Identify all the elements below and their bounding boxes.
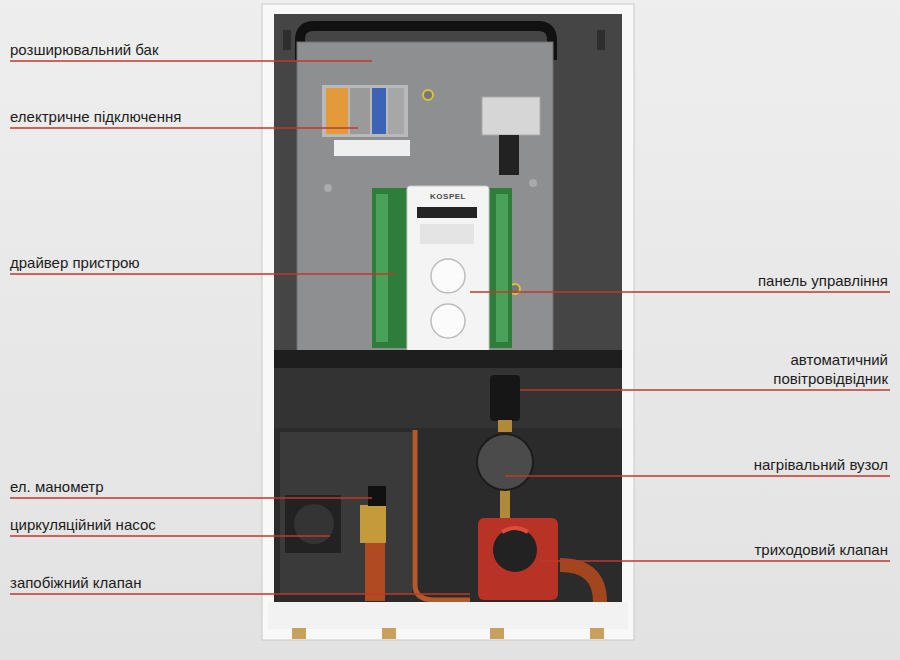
contactor-part <box>482 97 540 135</box>
terminal-block-part <box>326 88 348 134</box>
leader-line <box>10 127 358 129</box>
circulation-pump-part <box>360 505 386 543</box>
mounting-plate-part <box>297 42 553 352</box>
bottom-strip-part <box>590 628 604 639</box>
part-label: драйвер пристрою <box>10 253 140 272</box>
terminal-block-part <box>388 88 404 134</box>
leader-line <box>10 497 372 499</box>
part-label: панель управління <box>758 271 888 290</box>
housing-part <box>274 14 622 352</box>
leader-line <box>505 475 890 477</box>
part-label: циркуляційний насос <box>10 515 156 534</box>
control-panel-part <box>431 304 465 338</box>
three-way-valve-part <box>502 528 528 532</box>
three-way-valve <box>478 518 558 600</box>
circulation-pump-part <box>365 543 385 601</box>
part-label: ел. манометр <box>10 477 104 496</box>
part-label: розширювальний бак <box>10 40 158 59</box>
circulation-pump-part <box>294 504 334 544</box>
part-label: триходовий клапан <box>755 540 889 559</box>
control-panel-part <box>431 259 465 293</box>
three-way-valve-part <box>493 528 537 572</box>
part-label: електричне підключення <box>10 107 181 126</box>
bottom-strip <box>268 602 628 639</box>
part-label: запобіжний клапан <box>10 573 141 592</box>
part-label: автоматичний повітровідвідник <box>738 350 888 388</box>
mounting-plate <box>297 42 553 352</box>
housing-part <box>597 30 605 50</box>
frame-bar-part <box>280 432 412 594</box>
driver-board-part <box>496 194 508 342</box>
leader-line <box>10 273 395 275</box>
driver-board <box>372 188 512 348</box>
control-panel-part <box>420 224 474 244</box>
leader-line <box>10 535 330 537</box>
control-panel-part <box>417 207 477 218</box>
part-label: нагрівальний вузол <box>754 455 888 474</box>
air-vent-part <box>498 420 512 432</box>
leader-line <box>520 389 890 391</box>
air-vent-part <box>490 375 520 421</box>
frame-bar-part <box>274 350 622 368</box>
driver-board-part <box>372 188 512 348</box>
brand-logo: KOSPEL <box>430 192 466 202</box>
air-vent <box>490 375 520 432</box>
bottom-strip-part <box>268 602 628 629</box>
circulation-pump-part <box>285 495 341 553</box>
housing-part <box>274 14 622 602</box>
mounting-plate-part <box>297 42 553 352</box>
bottom-strip-part <box>490 628 504 639</box>
circulation-pump <box>285 495 386 601</box>
leader-line <box>540 560 890 562</box>
housing-part <box>283 30 291 50</box>
three-way-valve-part <box>478 518 558 600</box>
mounting-plate-part <box>423 90 433 100</box>
contactor-part <box>499 135 519 175</box>
terminal-block-part <box>372 88 386 134</box>
control-panel <box>407 186 489 353</box>
bottom-strip-part <box>292 628 306 639</box>
heating-unit-part <box>477 434 533 490</box>
terminal-block-part <box>334 140 410 156</box>
leader-line <box>470 291 890 293</box>
terminal-block-part <box>350 88 370 134</box>
leader-line <box>10 60 372 62</box>
mounting-plate-part <box>324 184 332 192</box>
leader-line <box>10 593 470 595</box>
mounting-plate-part <box>529 179 537 187</box>
copper-pipe <box>415 430 600 602</box>
housing <box>262 4 634 640</box>
contactor <box>482 97 540 175</box>
terminal-block-part <box>322 85 408 137</box>
terminal-block <box>322 85 410 156</box>
frame-bar-part <box>274 428 622 602</box>
frame-bar-part <box>274 368 622 428</box>
driver-board-part <box>376 194 388 342</box>
bottom-strip-part <box>382 628 396 639</box>
manometer <box>368 486 386 506</box>
copper-pipe-part <box>560 565 600 602</box>
control-panel-part <box>407 186 489 353</box>
housing-part <box>262 4 634 640</box>
copper-pipe-part <box>415 430 470 600</box>
manometer-part <box>368 486 386 506</box>
